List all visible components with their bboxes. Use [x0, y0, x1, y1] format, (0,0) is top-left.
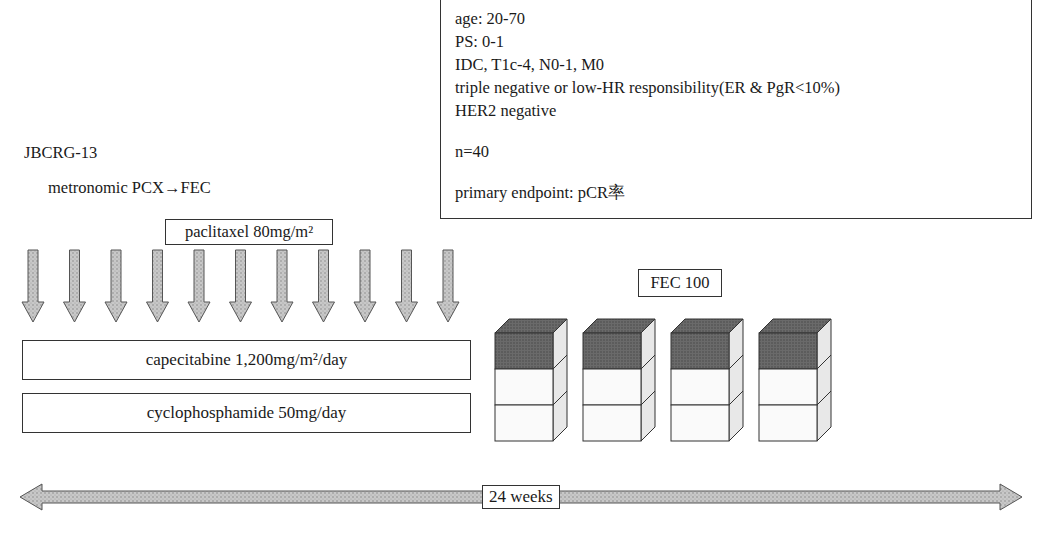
cube-edge — [553, 355, 567, 369]
node-text: capecitabine 1,200mg/m²/day — [35, 350, 458, 370]
cube-layer — [671, 405, 729, 441]
cube-layer — [583, 405, 641, 441]
node-text: PS: 0-1 — [455, 30, 1031, 53]
cube-side — [729, 319, 743, 441]
node-text: n=40 — [455, 140, 1031, 163]
dose-arrow — [313, 250, 335, 322]
dose-arrow — [64, 250, 86, 322]
cube-side — [641, 319, 655, 441]
cube-layer-dark — [583, 333, 641, 369]
node-text: cyclophosphamide 50mg/day — [35, 403, 458, 423]
cube-side — [553, 319, 567, 441]
criteria-box: age: 20-70PS: 0-1IDC, T1c-4, N0-1, M0tri… — [440, 0, 1032, 219]
study-name: JBCRG-13 — [24, 143, 97, 163]
drug-box: paclitaxel 80mg/m² — [165, 219, 333, 245]
cube-edge — [553, 391, 567, 405]
node-text: age: 20-70 — [455, 7, 1031, 30]
cube-edge — [641, 391, 655, 405]
regimen-name: metronomic PCX→FEC — [48, 178, 211, 198]
cube-layer — [583, 369, 641, 405]
dose-arrow — [230, 250, 252, 322]
dose-arrow — [396, 250, 418, 322]
duration-label: 24 weeks — [482, 485, 560, 509]
cube-layer — [495, 405, 553, 441]
dose-arrows — [22, 250, 459, 322]
dose-arrow — [22, 250, 44, 322]
cube-layer-dark — [495, 333, 553, 369]
duration-arrow — [20, 484, 1022, 510]
dose-arrow — [188, 250, 210, 322]
cube-edge — [641, 355, 655, 369]
cube-layer — [759, 405, 817, 441]
cube-layer-dark — [759, 333, 817, 369]
cube-layer — [495, 369, 553, 405]
node-text: paclitaxel 80mg/m² — [172, 222, 326, 242]
dose-arrow — [105, 250, 127, 322]
cube-edge — [817, 355, 831, 369]
node-text: IDC, T1c-4, N0-1, M0 — [455, 53, 1031, 76]
cube-side — [817, 319, 831, 441]
dose-arrow — [354, 250, 376, 322]
drug-bar: cyclophosphamide 50mg/day — [22, 393, 471, 433]
node-text: HER2 negative — [455, 99, 1031, 122]
node-text: FEC 100 — [643, 273, 717, 293]
fec-cycles — [495, 319, 831, 441]
cube-layer — [671, 369, 729, 405]
node-text: primary endpoint: pCR率 — [455, 181, 1031, 204]
cube-edge — [729, 391, 743, 405]
regimen-box: FEC 100 — [638, 269, 722, 297]
cube-edge — [817, 391, 831, 405]
cube-edge — [729, 355, 743, 369]
drug-bar: capecitabine 1,200mg/m²/day — [22, 340, 471, 380]
dose-arrow — [437, 250, 459, 322]
node-text: triple negative or low-HR responsibility… — [455, 76, 1031, 99]
dose-arrow — [271, 250, 293, 322]
dose-arrow — [147, 250, 169, 322]
cube-layer-dark — [671, 333, 729, 369]
cube-layer — [759, 369, 817, 405]
